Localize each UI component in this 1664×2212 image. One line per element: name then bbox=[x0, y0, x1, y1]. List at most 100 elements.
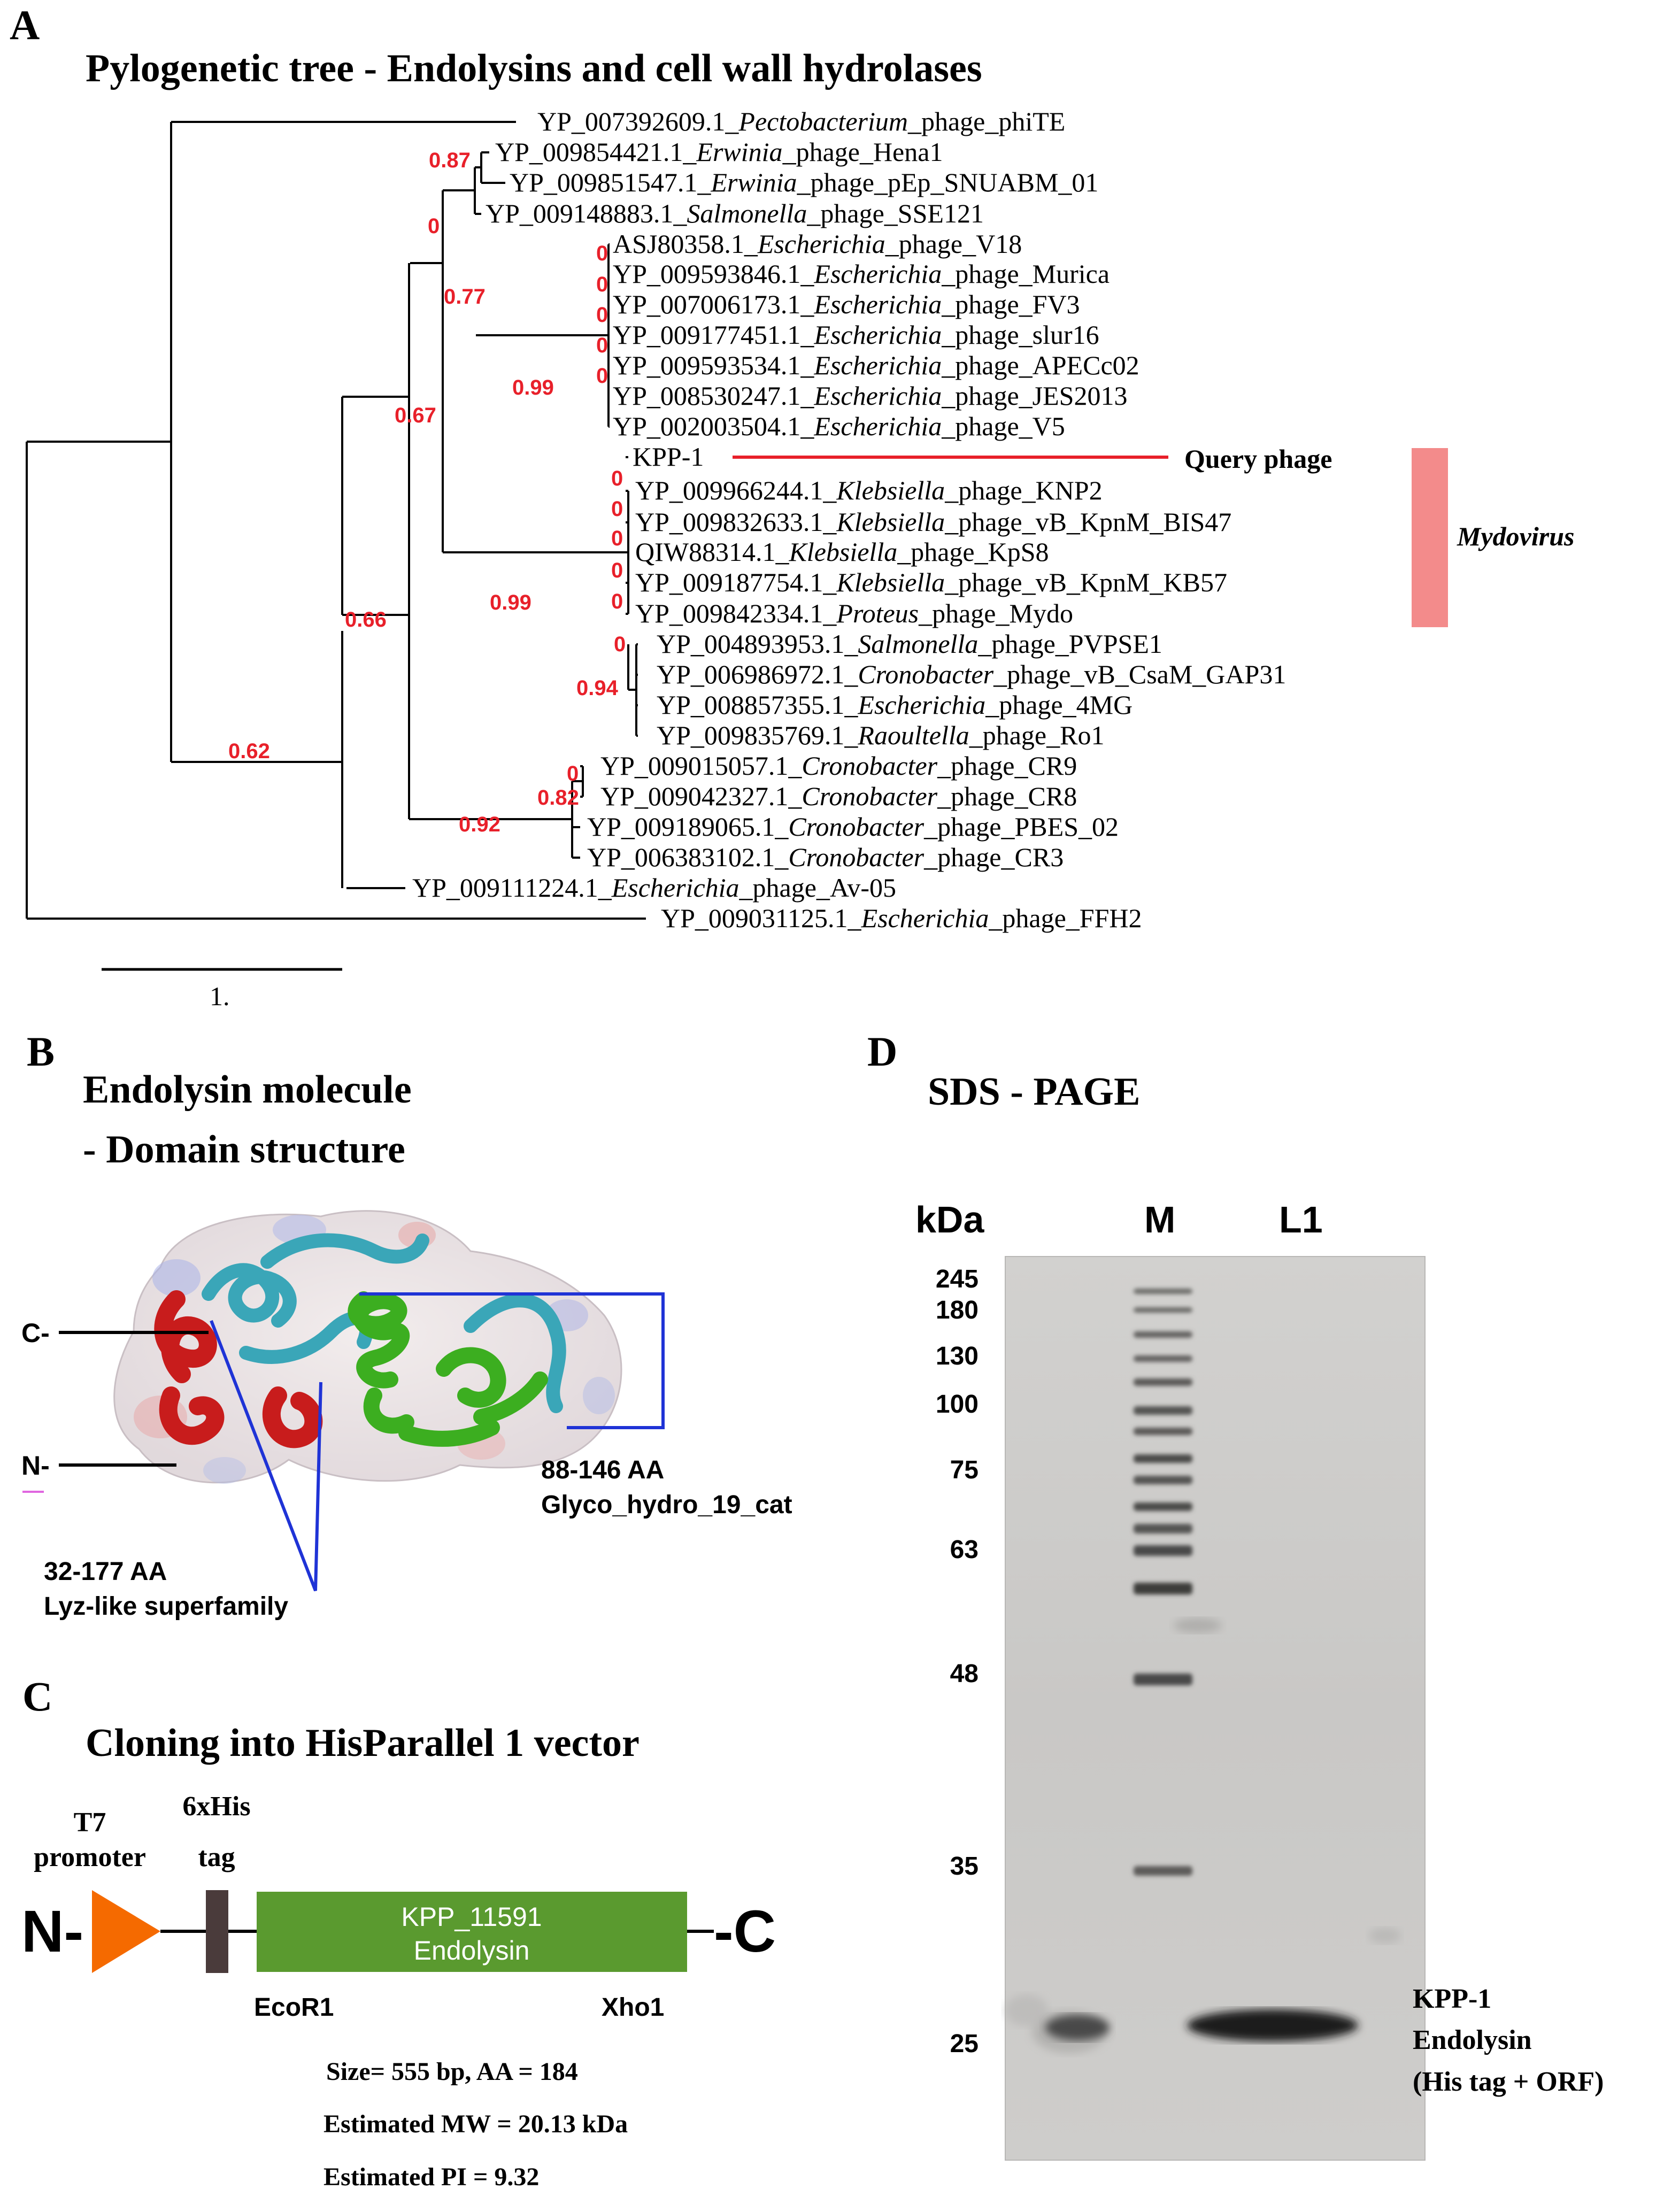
support-value: 0.66 bbox=[345, 608, 387, 631]
gene-label-line1: KPP_11591 bbox=[401, 1902, 542, 1932]
lane-m-label: M bbox=[1144, 1199, 1175, 1240]
tree-leaf-label: YP_009966244.1_Klebsiella_phage_KNP2 bbox=[635, 475, 1103, 505]
tree-leaf-label: YP_006383102.1_Cronobacter_phage_CR3 bbox=[587, 842, 1064, 872]
marker-size-label: 100 bbox=[936, 1390, 979, 1419]
tree-leaf-label: YP_009042327.1_Cronobacter_phage_CR8 bbox=[600, 781, 1077, 811]
marker-band bbox=[1134, 1454, 1192, 1463]
support-value: 0 bbox=[428, 214, 440, 238]
scale-label: 1. bbox=[210, 981, 230, 1011]
marker-band bbox=[1134, 1545, 1192, 1556]
support-value: 0.99 bbox=[512, 376, 554, 399]
tree-leaf-label: YP_009177451.1_Escherichia_phage_slur16 bbox=[613, 320, 1099, 350]
tree-leaf-label: YP_009832633.1_Klebsiella_phage_vB_KpnM_… bbox=[635, 507, 1231, 537]
support-value: 0 bbox=[611, 590, 623, 613]
domain1-bracket bbox=[359, 1292, 665, 1429]
tree-leaf-label: KPP-1 bbox=[633, 442, 704, 472]
marker-band bbox=[1134, 1583, 1192, 1594]
query-phage-label: Query phage bbox=[1184, 444, 1332, 474]
marker-band bbox=[1134, 1355, 1192, 1362]
panel-d-letter: D bbox=[867, 1028, 898, 1075]
support-value: 0.99 bbox=[490, 591, 531, 614]
band-label-line2: Endolysin bbox=[1413, 2025, 1532, 2055]
kda-unit: kDa bbox=[915, 1199, 984, 1240]
marker-band bbox=[1134, 1289, 1192, 1294]
marker-band bbox=[1134, 1331, 1192, 1338]
tree-leaf-label: YP_002003504.1_Escherichia_phage_V5 bbox=[613, 411, 1065, 441]
domain2-name: Lyz-like superfamily bbox=[44, 1592, 288, 1621]
support-value: 0 bbox=[596, 364, 608, 388]
cloning-construct: T7 promoter 6xHis tag N- KPP_11591 Endol… bbox=[21, 1791, 776, 2191]
panel-c-letter: C bbox=[22, 1673, 53, 1720]
tree-leaf-label: YP_009031125.1_Escherichia_phage_FFH2 bbox=[661, 903, 1142, 933]
tree-leaf-label: YP_008530247.1_Escherichia_phage_JES2013 bbox=[613, 381, 1127, 411]
support-value: 0.62 bbox=[228, 739, 270, 763]
marker-band bbox=[1134, 1476, 1192, 1484]
tree-leaf-label: YP_009187754.1_Klebsiella_phage_vB_KpnM_… bbox=[635, 567, 1227, 597]
marker-size-label: 48 bbox=[950, 1660, 979, 1688]
tree-leaf-label: YP_009593534.1_Escherichia_phage_APECc02 bbox=[613, 350, 1139, 380]
marker-band bbox=[1134, 1428, 1192, 1435]
n-term-label: N- bbox=[21, 1451, 50, 1481]
marker-band bbox=[1134, 1406, 1192, 1415]
tree-leaf-label: YP_009842334.1_Proteus_phage_Mydo bbox=[635, 598, 1073, 628]
panel-d-title: SDS - PAGE bbox=[928, 1070, 1141, 1114]
band-label-line1: KPP-1 bbox=[1413, 1984, 1491, 2014]
support-value: 0 bbox=[611, 527, 623, 550]
t7-label-line1: T7 bbox=[74, 1807, 106, 1838]
support-value: 0.67 bbox=[395, 404, 436, 427]
tree-leaf-label: YP_006986972.1_Cronobacter_phage_vB_CsaM… bbox=[657, 659, 1286, 689]
domain2-bracket bbox=[210, 1320, 322, 1592]
marker-band bbox=[1134, 1674, 1192, 1685]
support-value: 0 bbox=[596, 334, 608, 357]
tree-leaf-label: YP_009851547.1_Erwinia_phage_pEp_SNUABM_… bbox=[510, 167, 1098, 197]
construct-size: Size= 555 bp, AA = 184 bbox=[326, 2057, 578, 2086]
marker-size-label: 63 bbox=[950, 1536, 979, 1564]
support-value: 0.82 bbox=[537, 786, 579, 810]
tree-leaf-label: QIW88314.1_Klebsiella_phage_KpS8 bbox=[635, 537, 1049, 567]
support-value: 0.92 bbox=[459, 813, 500, 836]
tree-leaf-label: YP_004893953.1_Salmonella_phage_PVPSE1 bbox=[657, 629, 1162, 659]
marker-band bbox=[1134, 1502, 1192, 1511]
construct-pi: Estimated PI = 9.32 bbox=[323, 2163, 539, 2191]
marker-band bbox=[1134, 1378, 1192, 1386]
endolysin-band bbox=[1187, 2009, 1358, 2041]
tree-leaf-label: YP_009593846.1_Escherichia_phage_Murica bbox=[613, 259, 1110, 289]
tree-leaf-label: YP_009189065.1_Cronobacter_phage_PBES_02 bbox=[587, 812, 1119, 842]
domain1-name: Glyco_hydro_19_cat bbox=[541, 1491, 792, 1519]
marker-size-label: 130 bbox=[936, 1342, 979, 1370]
support-value: 0 bbox=[596, 242, 608, 265]
tree-leaf-label: YP_009148883.1_Salmonella_phage_SSE121 bbox=[486, 198, 984, 228]
his-label-line2: tag bbox=[198, 1842, 235, 1872]
c-term-label: C- bbox=[21, 1318, 50, 1348]
marker-band bbox=[1134, 1307, 1192, 1313]
mydovirus-bar bbox=[1412, 448, 1448, 627]
gene-label-line2: Endolysin bbox=[414, 1936, 530, 1966]
marker-size-label: 35 bbox=[950, 1852, 979, 1880]
panel-b-title-line1: Endolysin molecule bbox=[83, 1068, 412, 1112]
t7-label-line2: promoter bbox=[34, 1842, 146, 1872]
panel-b-letter: B bbox=[27, 1028, 55, 1075]
support-value: 0 bbox=[596, 303, 608, 327]
marker-size-label: 25 bbox=[950, 2030, 979, 2058]
panel-c-title: Cloning into HisParallel 1 vector bbox=[86, 1721, 640, 1765]
support-value: 0 bbox=[567, 762, 579, 785]
panel-a-letter: A bbox=[10, 2, 40, 48]
endolysin-gene-block bbox=[257, 1892, 687, 1972]
mydovirus-label: Mydovirus bbox=[1457, 521, 1574, 551]
support-value: 0 bbox=[614, 633, 626, 656]
tree-leaf-label: ASJ80358.1_Escherichia_phage_V18 bbox=[613, 229, 1022, 259]
marker-band bbox=[1134, 1524, 1192, 1533]
gel-background bbox=[1005, 1257, 1425, 2160]
marker-size-label: 180 bbox=[936, 1296, 979, 1324]
tree-leaf-label: YP_009015057.1_Cronobacter_phage_CR9 bbox=[600, 751, 1077, 781]
domain1-range: 88-146 AA bbox=[541, 1456, 664, 1484]
tree-leaf-label: YP_009854421.1_Erwinia_phage_Hena1 bbox=[495, 137, 943, 167]
tree-leaf-label: YP_007006173.1_Escherichia_phage_FV3 bbox=[613, 289, 1080, 319]
tree-leaf-label: YP_009835769.1_Raoultella_phage_Ro1 bbox=[657, 720, 1104, 750]
n-terminus: N- bbox=[21, 1899, 83, 1964]
band-label-line3: (His tag + ORF) bbox=[1413, 2067, 1604, 2097]
support-value: 0 bbox=[596, 273, 608, 296]
panel-a-title: Pylogenetic tree - Endolysins and cell w… bbox=[86, 47, 982, 90]
